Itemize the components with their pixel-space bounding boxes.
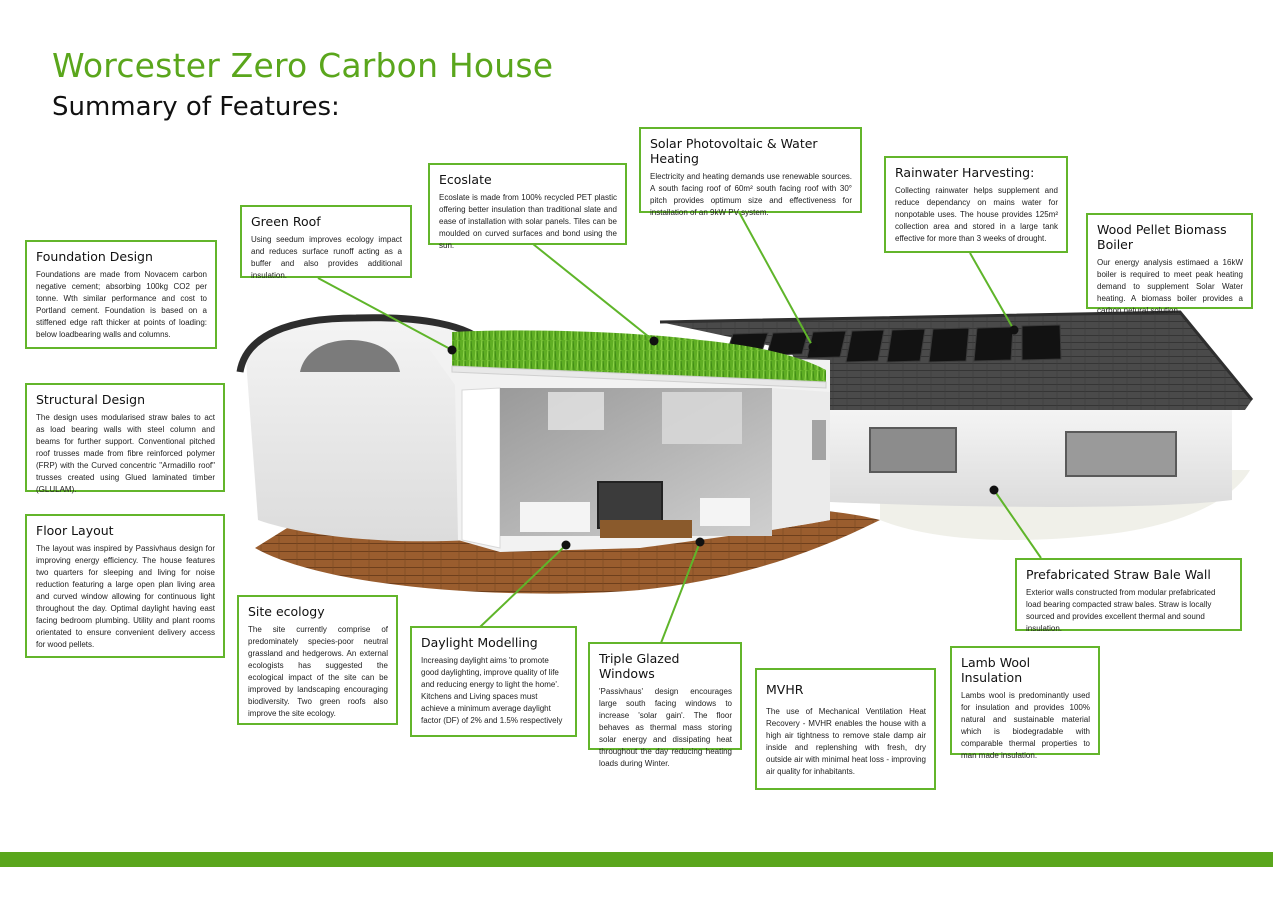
callout-title: Wood Pellet Biomass Boiler: [1097, 222, 1227, 252]
callout-structural-design: Structural Design The design uses modula…: [25, 383, 225, 494]
callout-title: Daylight Modelling: [421, 635, 538, 650]
callout-text: The layout was inspired by Passivhaus de…: [36, 544, 215, 649]
callout-title: Lamb Wool Insulation: [961, 655, 1031, 685]
callout-mvhr: MVHR The use of Mechanical Ventilation H…: [755, 668, 936, 790]
leader-lines: [317, 211, 1042, 644]
callout-title: Structural Design: [36, 392, 145, 407]
callout-title: Prefabricated Straw Bale Wall: [1026, 567, 1211, 582]
armadillo-block: [236, 314, 489, 542]
callout-title: Foundation Design: [36, 249, 153, 264]
callout-lamb-wool-insulation: Lamb Wool Insulation Lambs wool is predo…: [950, 646, 1100, 760]
callout-title: Rainwater Harvesting:: [895, 165, 1035, 180]
callout-title: Site ecology: [248, 604, 325, 619]
callout-site-ecology: Site ecology The site currently comprise…: [237, 595, 398, 725]
callout-title: Green Roof: [251, 214, 321, 229]
callout-title: Ecoslate: [439, 172, 492, 187]
callout-biomass-boiler: Wood Pellet Biomass Boiler Our energy an…: [1086, 213, 1253, 315]
callout-rainwater-harvesting: Rainwater Harvesting: Collecting rainwat…: [884, 156, 1068, 253]
footer-accent-bar: [0, 852, 1273, 867]
callout-green-roof: Green Roof Using seedum improves ecology…: [240, 205, 412, 280]
callout-floor-layout: Floor Layout The layout was inspired by …: [25, 514, 225, 658]
callout-title: MVHR: [766, 682, 804, 697]
green-roof-grass: [451, 330, 827, 389]
callout-text: Electricity and heating demands use rene…: [650, 172, 852, 217]
callout-text: Exterior walls constructed from modular …: [1026, 588, 1216, 633]
callout-text: The site currently comprise of predomina…: [248, 625, 388, 718]
living-room-cutaway: [430, 350, 830, 552]
straw-bale-wing: [825, 410, 1232, 507]
callout-text: Ecoslate is made from 100% recycled PET …: [439, 193, 617, 250]
callout-text: Using seedum improves ecology impact and…: [251, 235, 402, 280]
callout-text: The design uses modularised straw bales …: [36, 413, 215, 494]
callout-text: Our energy analysis estimaed a 16kW boil…: [1097, 258, 1243, 315]
callout-text: Increasing daylight aims 'to promote goo…: [421, 656, 563, 725]
callout-solar-pv: Solar Photovoltaic & Water Heating Elect…: [639, 127, 862, 217]
callout-ecoslate: Ecoslate Ecoslate is made from 100% recy…: [428, 163, 627, 250]
callout-straw-bale-wall: Prefabricated Straw Bale Wall Exterior w…: [1015, 558, 1242, 633]
callout-daylight-modelling: Daylight Modelling Increasing daylight a…: [410, 626, 577, 737]
page-subtitle: Summary of Features:: [52, 92, 340, 122]
callout-triple-glazed-windows: Triple Glazed Windows 'Passivhaus' desig…: [588, 642, 742, 768]
leader-dots: [447, 325, 1019, 550]
callout-text: Foundations are made from Novacem carbon…: [36, 270, 207, 339]
callout-text: Lambs wool is predominantly used for ins…: [961, 691, 1090, 760]
page-title: Worcester Zero Carbon House: [52, 46, 554, 85]
callout-foundation-design: Foundation Design Foundations are made f…: [25, 240, 217, 349]
callout-text: 'Passivhaus' design encourages large sou…: [599, 687, 732, 768]
callout-title: Solar Photovoltaic & Water Heating: [650, 136, 818, 166]
callout-title: Floor Layout: [36, 523, 114, 538]
callout-text: Collecting rainwater helps supplement an…: [895, 186, 1058, 243]
callout-title: Triple Glazed Windows: [599, 651, 680, 681]
callout-text: The use of Mechanical Ventilation Heat R…: [766, 707, 926, 776]
